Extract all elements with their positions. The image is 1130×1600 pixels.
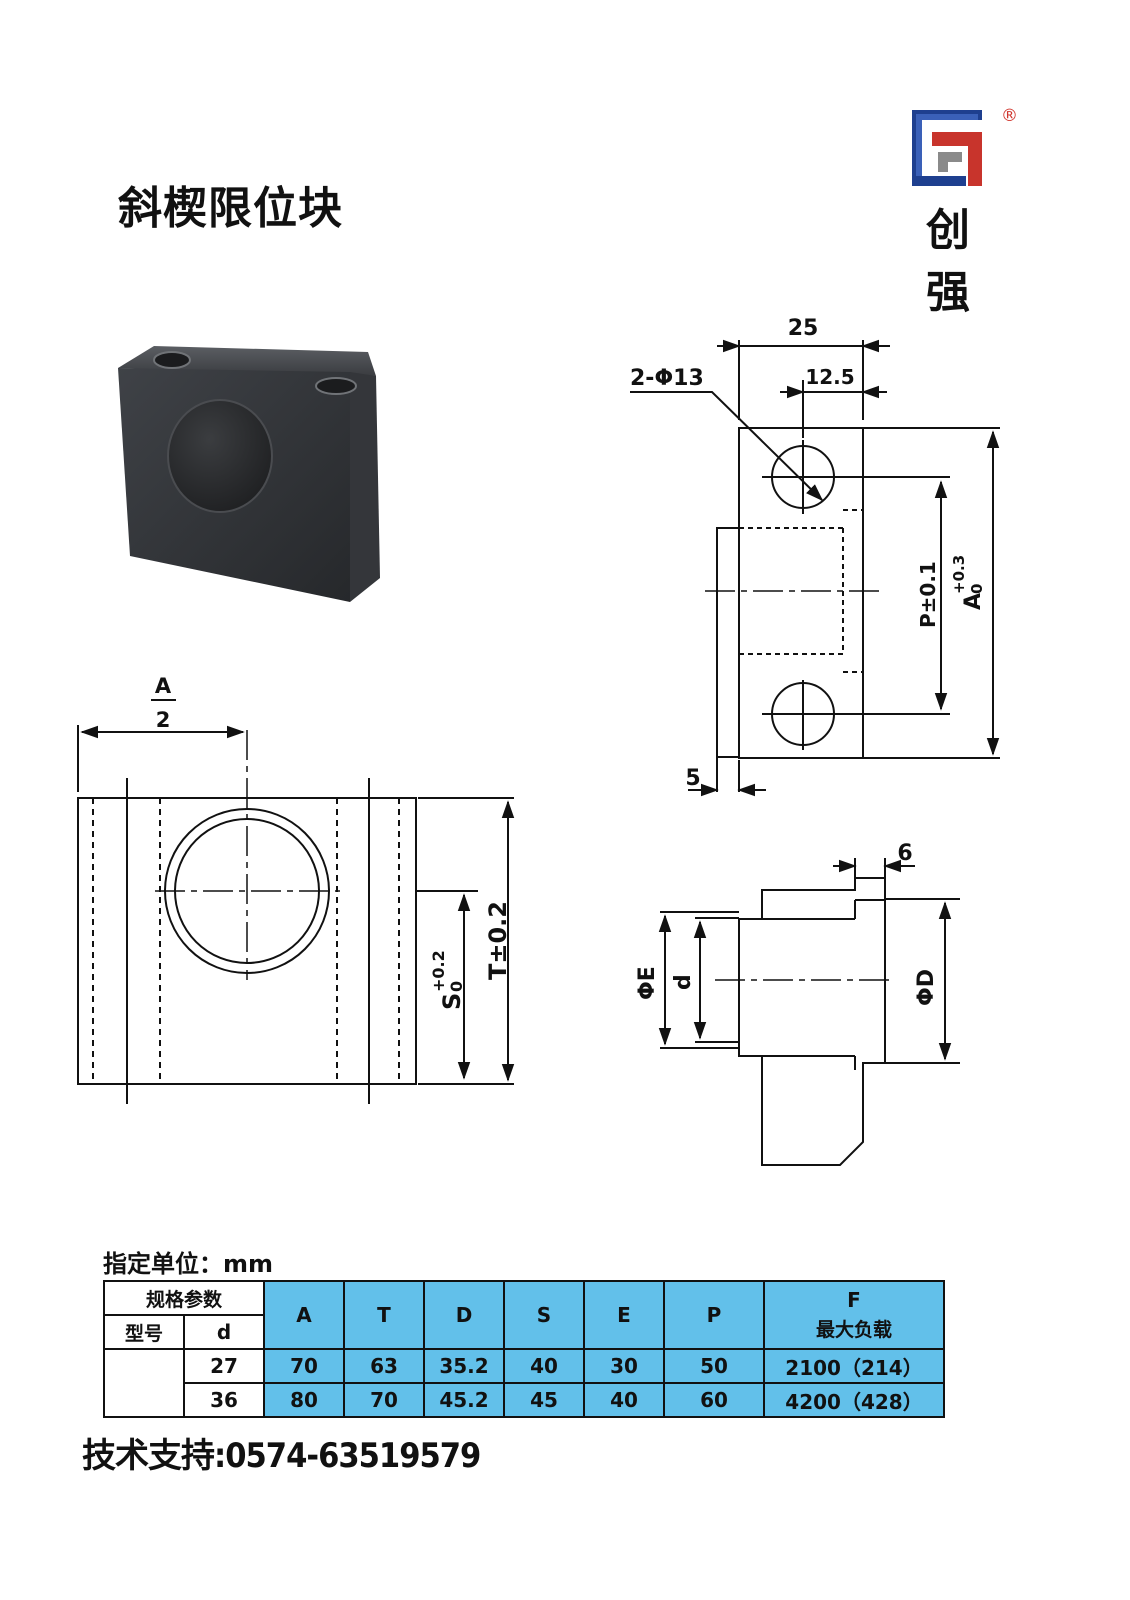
cell-s: 45 <box>503 1382 585 1418</box>
table-row: 36 80 70 45.2 45 40 60 4200（428） <box>104 1382 945 1418</box>
cell-f: 4200（428） <box>763 1382 945 1418</box>
dim-a-numerator: A <box>155 674 172 698</box>
col-header-e: E <box>583 1280 665 1350</box>
cell-e: 30 <box>583 1348 665 1384</box>
cell-a: 70 <box>263 1348 345 1384</box>
dim-12-5: 12.5 <box>805 365 854 389</box>
dim-a-denominator: 2 <box>156 708 171 732</box>
cell-t: 63 <box>343 1348 425 1384</box>
cell-a: 80 <box>263 1382 345 1418</box>
brand-char-1: 创 <box>926 205 970 256</box>
spec-table: 规格参数 A T D S E P F 最大负载 型号 d 27 70 63 35… <box>103 1280 945 1418</box>
col-header-f-sub: 最大负载 <box>815 1319 892 1341</box>
col-header-f-label: F <box>847 1288 861 1312</box>
col-header-d-cap: D <box>423 1280 505 1350</box>
dim-6: 6 <box>897 841 912 866</box>
technical-drawings: A 2 S +0.2 0 T±0.2 25 12.5 2-Φ13 P±0.1 A… <box>77 316 1000 1166</box>
table-row: 27 70 63 35.2 40 30 50 2100（214） <box>103 1348 945 1418</box>
dim-a-tol-lower: 0 <box>968 584 986 594</box>
cell-p: 60 <box>663 1382 765 1418</box>
cell-s: 40 <box>503 1348 585 1384</box>
col-header-a: A <box>263 1280 345 1350</box>
cell-f: 2100（214） <box>763 1348 945 1384</box>
brand-char-2: 强 <box>926 267 970 318</box>
brand-logo: ® 创 强 <box>908 106 1018 318</box>
cell-d-cap: 35.2 <box>423 1348 505 1384</box>
col-header-p: P <box>663 1280 765 1350</box>
dim-s-tol-lower: 0 <box>447 981 466 992</box>
dim-phi-e: ΦE <box>635 966 660 1000</box>
dim-s-label: S <box>438 993 466 1010</box>
dim-phi-d: ΦD <box>914 969 939 1006</box>
col-header-s: S <box>503 1280 585 1350</box>
page-title: 斜楔限位块 <box>118 183 343 234</box>
dim-d: d <box>671 974 696 990</box>
unit-label: 指定单位：mm <box>103 1250 274 1278</box>
dim-5: 5 <box>685 766 700 791</box>
dim-t-label: T±0.2 <box>484 901 512 980</box>
wedge-block-photo <box>118 346 380 602</box>
side-view <box>658 858 960 1166</box>
cell-t: 70 <box>343 1382 425 1418</box>
model-header: 型号 <box>103 1314 185 1350</box>
spec-params-header: 规格参数 <box>103 1280 265 1316</box>
col-header-f: F 最大负载 <box>763 1280 945 1350</box>
dim-a-label: A <box>961 593 986 610</box>
brand-logo-icon <box>912 110 982 186</box>
dim-s-tol-upper: +0.2 <box>429 950 448 992</box>
tech-support-line: 技术支持:0574-63519579 <box>82 1436 481 1476</box>
cell-p: 50 <box>663 1348 765 1384</box>
dim-25: 25 <box>788 316 819 341</box>
registered-mark: ® <box>1001 106 1018 126</box>
row-d: 36 <box>183 1382 265 1418</box>
row-d: 27 <box>183 1348 265 1384</box>
col-header-t: T <box>343 1280 425 1350</box>
model-cell <box>103 1348 185 1418</box>
top-view <box>630 339 1000 797</box>
dim-p-label: P±0.1 <box>916 561 940 628</box>
cell-d-cap: 45.2 <box>423 1382 505 1418</box>
hole-label: 2-Φ13 <box>630 366 704 391</box>
front-view <box>77 699 515 1104</box>
cell-e: 40 <box>583 1382 665 1418</box>
d-header: d <box>183 1314 265 1350</box>
dim-a-tol-upper: +0.3 <box>950 555 968 594</box>
